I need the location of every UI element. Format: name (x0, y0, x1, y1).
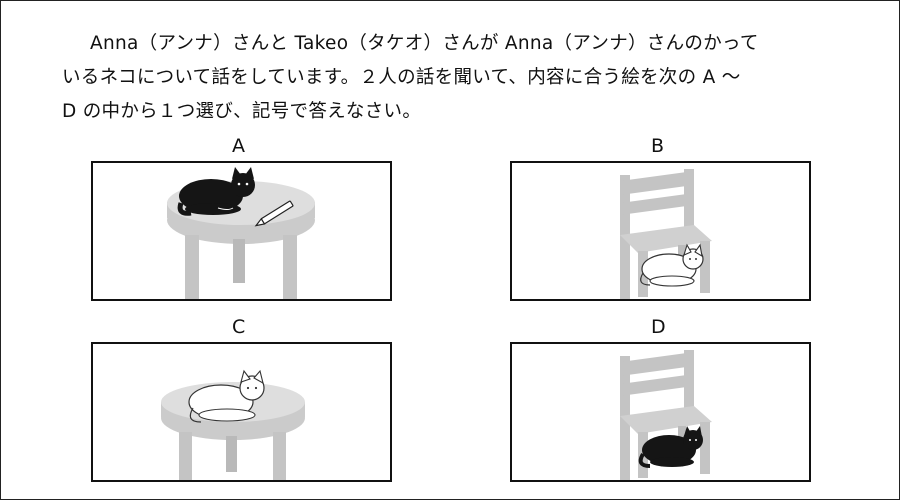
option-c-panel[interactable] (91, 342, 392, 482)
option-a-label: A (232, 135, 245, 157)
option-a-illustration (167, 167, 315, 299)
question-line-2: いるネコについて話をしています。２人の話を聞いて、内容に合う絵を次の A ～ (62, 67, 741, 88)
option-c-label: C (232, 316, 246, 338)
option-d-label: D (651, 316, 666, 338)
question-line-3: D の中から１つ選び、記号で答えなさい。 (62, 101, 422, 122)
pencil-icon (254, 200, 294, 227)
option-b-label: B (651, 135, 665, 157)
white-cat-icon (640, 243, 704, 287)
option-c-illustration (161, 369, 305, 480)
question-line-1: Anna（アンナ）さんと Takeo（タケオ）さんが Anna（アンナ）さんのか… (90, 33, 759, 54)
option-a-panel[interactable] (91, 161, 392, 301)
option-d-panel[interactable] (510, 342, 811, 482)
black-cat-icon (177, 167, 255, 216)
option-b-illustration (620, 169, 712, 299)
option-d-illustration (620, 350, 712, 480)
black-cat-icon (638, 426, 703, 468)
question-text: Anna（アンナ）さんと Takeo（タケオ）さんが Anna（アンナ）さんのか… (62, 27, 852, 129)
option-b-panel[interactable] (510, 161, 811, 301)
white-cat-icon (188, 369, 265, 423)
